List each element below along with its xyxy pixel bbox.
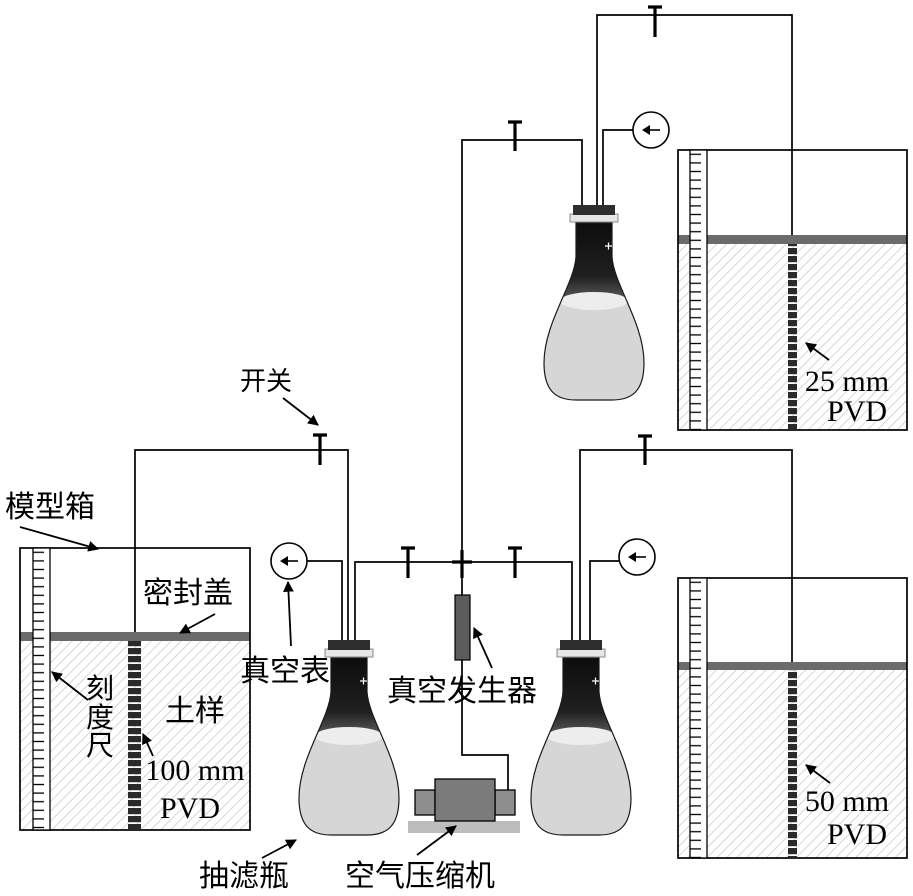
arrow-air-compressor — [416, 825, 457, 856]
valve-right-drain — [638, 434, 652, 465]
arrow-switch — [282, 397, 319, 426]
label-vacuum-gauge: 真空表 — [240, 654, 330, 689]
pipe-right-gauge — [589, 560, 620, 642]
label-switch: 开关 — [240, 367, 292, 397]
model-box-left — [19, 547, 251, 831]
label-pvd-bottom-right: PVD — [827, 818, 887, 851]
pipe-top-drain-to-flask — [596, 14, 793, 235]
vacuum-gauge-left — [270, 542, 308, 580]
filter-flask-top — [542, 205, 646, 403]
valve-left-drain — [313, 433, 327, 465]
model-box-bottom-right — [677, 577, 908, 859]
valve-top-vacuum — [508, 120, 522, 151]
pipe-compressor-line — [461, 660, 509, 790]
compressor-end-right — [494, 789, 516, 816]
arrow-scale-ruler — [51, 671, 89, 701]
arrow-pvd-left — [142, 733, 154, 757]
vacuum-gauge-right — [618, 538, 656, 576]
label-scale-ruler-2: 度 — [86, 701, 114, 734]
label-model-box: 模型箱 — [5, 490, 95, 525]
label-pvd-left: PVD — [160, 792, 220, 825]
arrow-sealing-cover — [179, 613, 216, 634]
pipe-left-gauge — [307, 560, 343, 642]
labels: 开关 模型箱 密封盖 真空表 刻 度 尺 土样 100 mm PVD 真空发生器… — [5, 365, 889, 894]
sealing-cover-left — [20, 632, 250, 641]
label-vacuum-generator: 真空发生器 — [387, 674, 537, 709]
manifold-junction — [452, 550, 472, 578]
arrow-pvd-top-right — [805, 342, 830, 361]
compressor-base — [408, 821, 520, 833]
gauge-needle-icon — [628, 552, 636, 562]
scale-ruler-bottom-right — [689, 577, 708, 859]
label-filter-flask: 抽滤瓶 — [199, 859, 289, 894]
model-box-top-right — [677, 149, 908, 431]
vacuum-gauge-top — [632, 111, 670, 149]
pipe-right-drain-to-flask — [579, 449, 793, 662]
air-compressor — [408, 778, 520, 833]
label-pvd-top-right: PVD — [827, 395, 887, 428]
arrow-filter-flask — [261, 839, 297, 859]
arrow-vacuum-generator — [473, 627, 493, 669]
sealing-cover-bottom-right — [678, 662, 907, 670]
callout-arrows — [19, 342, 831, 859]
label-scale-ruler-1: 刻 — [86, 672, 114, 705]
vacuum-generator — [454, 594, 471, 661]
valve-vacuum-right — [508, 546, 522, 578]
gauge-needle-icon — [280, 556, 288, 566]
label-sealing-cover: 密封盖 — [143, 576, 233, 611]
scale-ruler-left — [32, 547, 51, 831]
arrow-vacuum-gauge — [283, 580, 294, 647]
label-scale-ruler-3: 尺 — [86, 729, 114, 762]
pipe-generator-riser — [461, 139, 583, 595]
arrow-pvd-bottom-right — [805, 764, 831, 784]
pvd-drain-bottom-right — [788, 670, 797, 858]
pipe-top-gauge — [602, 129, 633, 207]
arrow-model-box — [19, 526, 100, 552]
compressor-end-left — [414, 789, 436, 816]
pipework — [134, 14, 793, 790]
gauge-needle-icon — [642, 125, 650, 135]
pvd-drain-top-right — [788, 244, 797, 430]
valves — [313, 5, 662, 578]
valve-vacuum-left — [401, 546, 415, 578]
pipe-left-drain-to-flask — [134, 449, 349, 642]
label-pvd-size-bottom-right: 50 mm — [805, 785, 889, 818]
compressor-body — [434, 778, 496, 822]
label-pvd-size-left: 100 mm — [145, 754, 244, 787]
pvd-drain-left — [128, 641, 141, 830]
label-soil-sample: 土样 — [165, 694, 225, 729]
sealing-cover-top-right — [678, 235, 907, 244]
label-air-compressor: 空气压缩机 — [345, 859, 495, 894]
filter-flask-right — [529, 640, 633, 838]
scale-ruler-top-right — [689, 149, 708, 431]
label-pvd-size-top-right: 25 mm — [805, 365, 889, 398]
valve-top-drain — [648, 5, 662, 37]
